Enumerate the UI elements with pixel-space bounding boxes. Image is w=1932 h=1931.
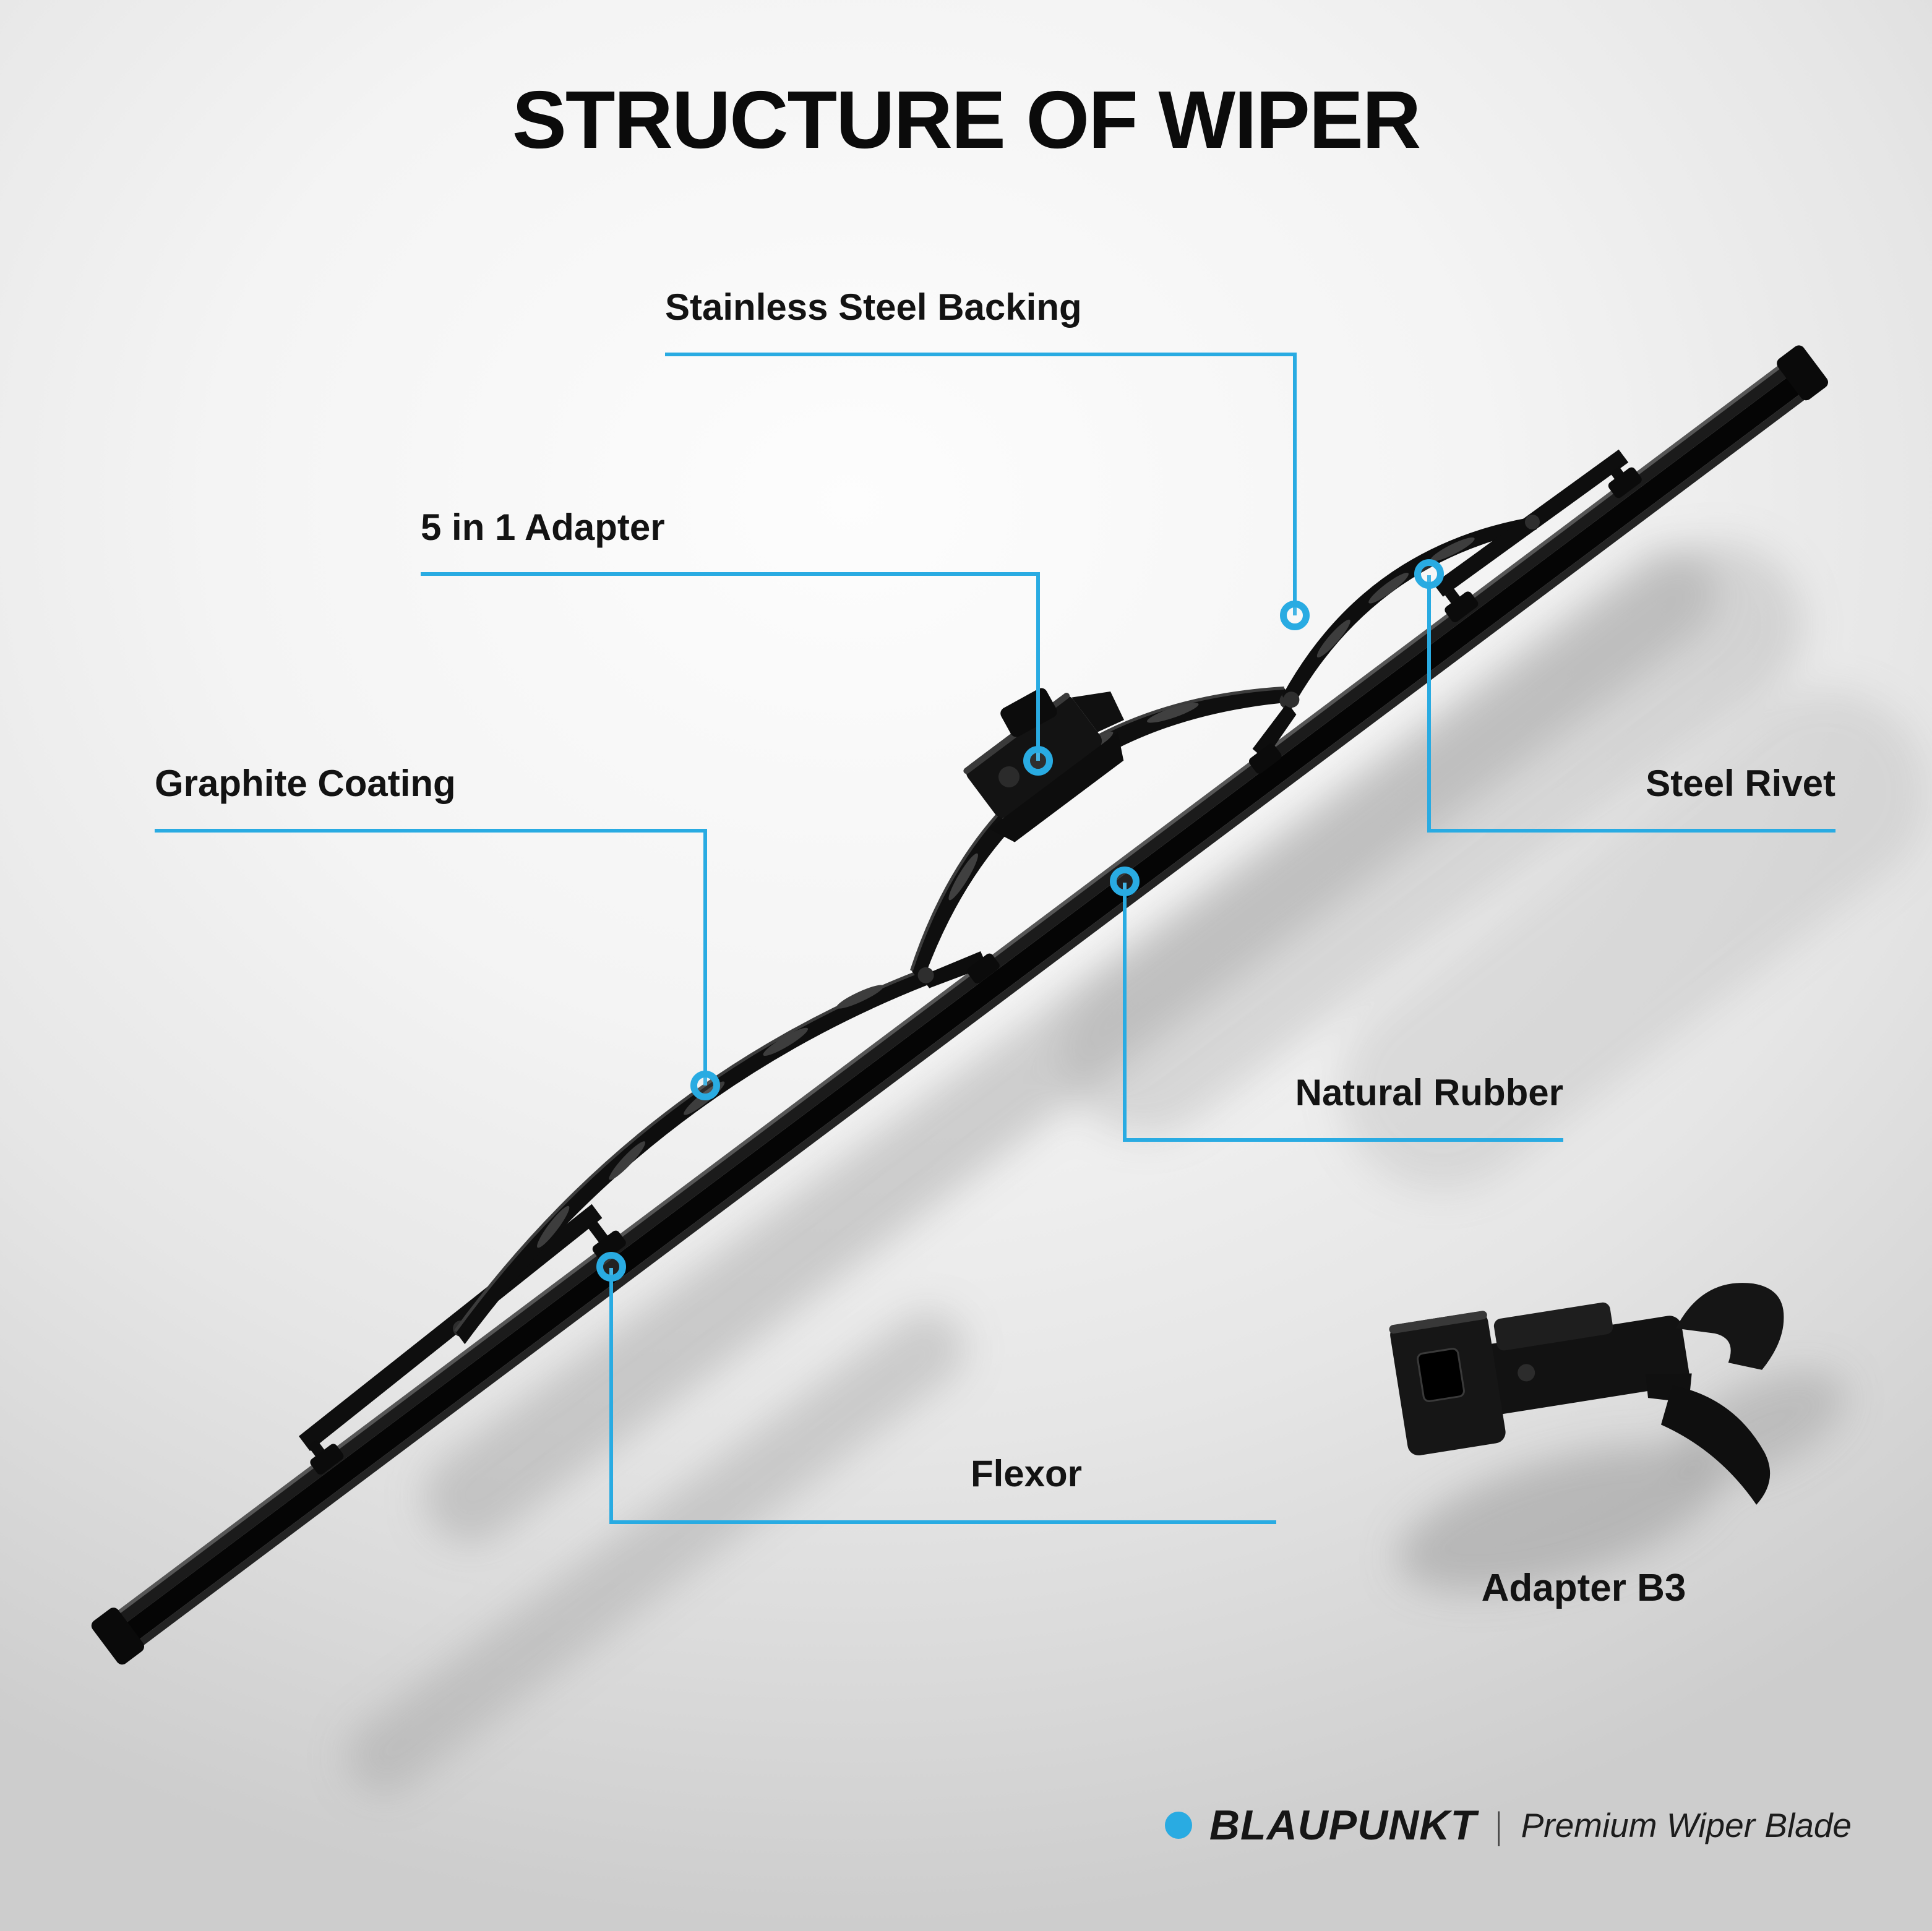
callout-dot	[596, 1252, 626, 1282]
callout-label-graphite-coating: Graphite Coating	[155, 763, 456, 804]
callout-dot	[1023, 746, 1053, 776]
brand-separator: |	[1496, 1804, 1501, 1846]
callout-line	[665, 353, 1295, 356]
adapter-b3-label: Adapter B3	[1481, 1567, 1686, 1609]
callout-dot	[1280, 601, 1310, 630]
callout-line	[1293, 353, 1297, 615]
five-in-one-adapter-part	[963, 688, 1124, 842]
wiper-blade	[91, 345, 1828, 1665]
blade-shadow	[346, 541, 1927, 1794]
callout-label-stainless-steel-backing: Stainless Steel Backing	[665, 286, 1082, 328]
callout-label-natural-rubber: Natural Rubber	[1295, 1072, 1563, 1113]
brand-name: BLAUPUNKT	[1209, 1802, 1477, 1849]
brand-lockup: BLAUPUNKT | Premium Wiper Blade	[1164, 1801, 1852, 1849]
page-title: STRUCTURE OF WIPER	[512, 74, 1421, 165]
callout-label-five-in-one-adapter: 5 in 1 Adapter	[421, 507, 665, 548]
brand-tagline: Premium Wiper Blade	[1521, 1806, 1852, 1844]
callout-label-steel-rivet: Steel Rivet	[1646, 763, 1835, 804]
adapter-b3-illustration	[1389, 1283, 1784, 1505]
callout-dot	[690, 1071, 720, 1100]
callout-line	[703, 829, 707, 1085]
callout-dot	[1414, 559, 1444, 589]
callout-line	[155, 829, 706, 833]
callout-dot	[1110, 867, 1140, 896]
callout-line	[609, 1520, 1276, 1524]
callout-line	[1427, 575, 1431, 831]
brand-dot-icon	[1164, 1812, 1192, 1839]
callout-line	[1123, 1138, 1563, 1142]
callout-line	[421, 572, 1039, 576]
callout-line	[609, 1268, 613, 1523]
callout-label-flexor: Flexor	[970, 1453, 1083, 1494]
callout-line	[1036, 572, 1040, 761]
callout-line	[1123, 883, 1127, 1141]
callout-line	[1427, 829, 1835, 833]
